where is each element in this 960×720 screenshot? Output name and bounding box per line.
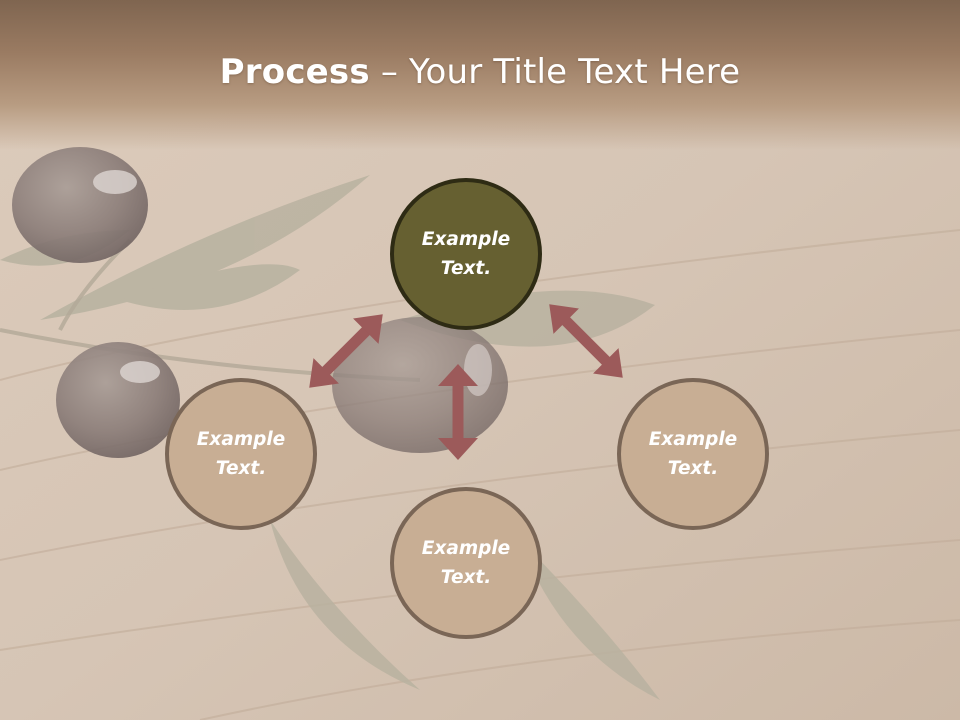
title-separator: – [369,52,410,92]
left-node-line2: Text. [215,458,267,479]
arrow-center-right [549,304,623,378]
left-node: Example Text. [165,378,317,530]
center-node-line2: Text. [440,258,492,279]
right-node-line1: Example [648,429,738,450]
bottom-node-line1: Example [421,538,511,559]
title-bold-text: Process [219,52,370,92]
right-node-line2: Text. [667,458,719,479]
slide-title: Process – Your Title Text Here [0,52,960,92]
center-node: Example Text. [390,178,542,330]
center-node-line1: Example [421,229,511,250]
arrow-center-bottom [438,364,478,460]
title-bar [0,0,960,150]
right-node: Example Text. [617,378,769,530]
arrow-center-left [309,314,383,388]
left-node-line1: Example [196,429,286,450]
title-rest-text: Your Title Text Here [409,52,741,92]
bottom-node-line2: Text. [440,567,492,588]
bottom-node: Example Text. [390,487,542,639]
